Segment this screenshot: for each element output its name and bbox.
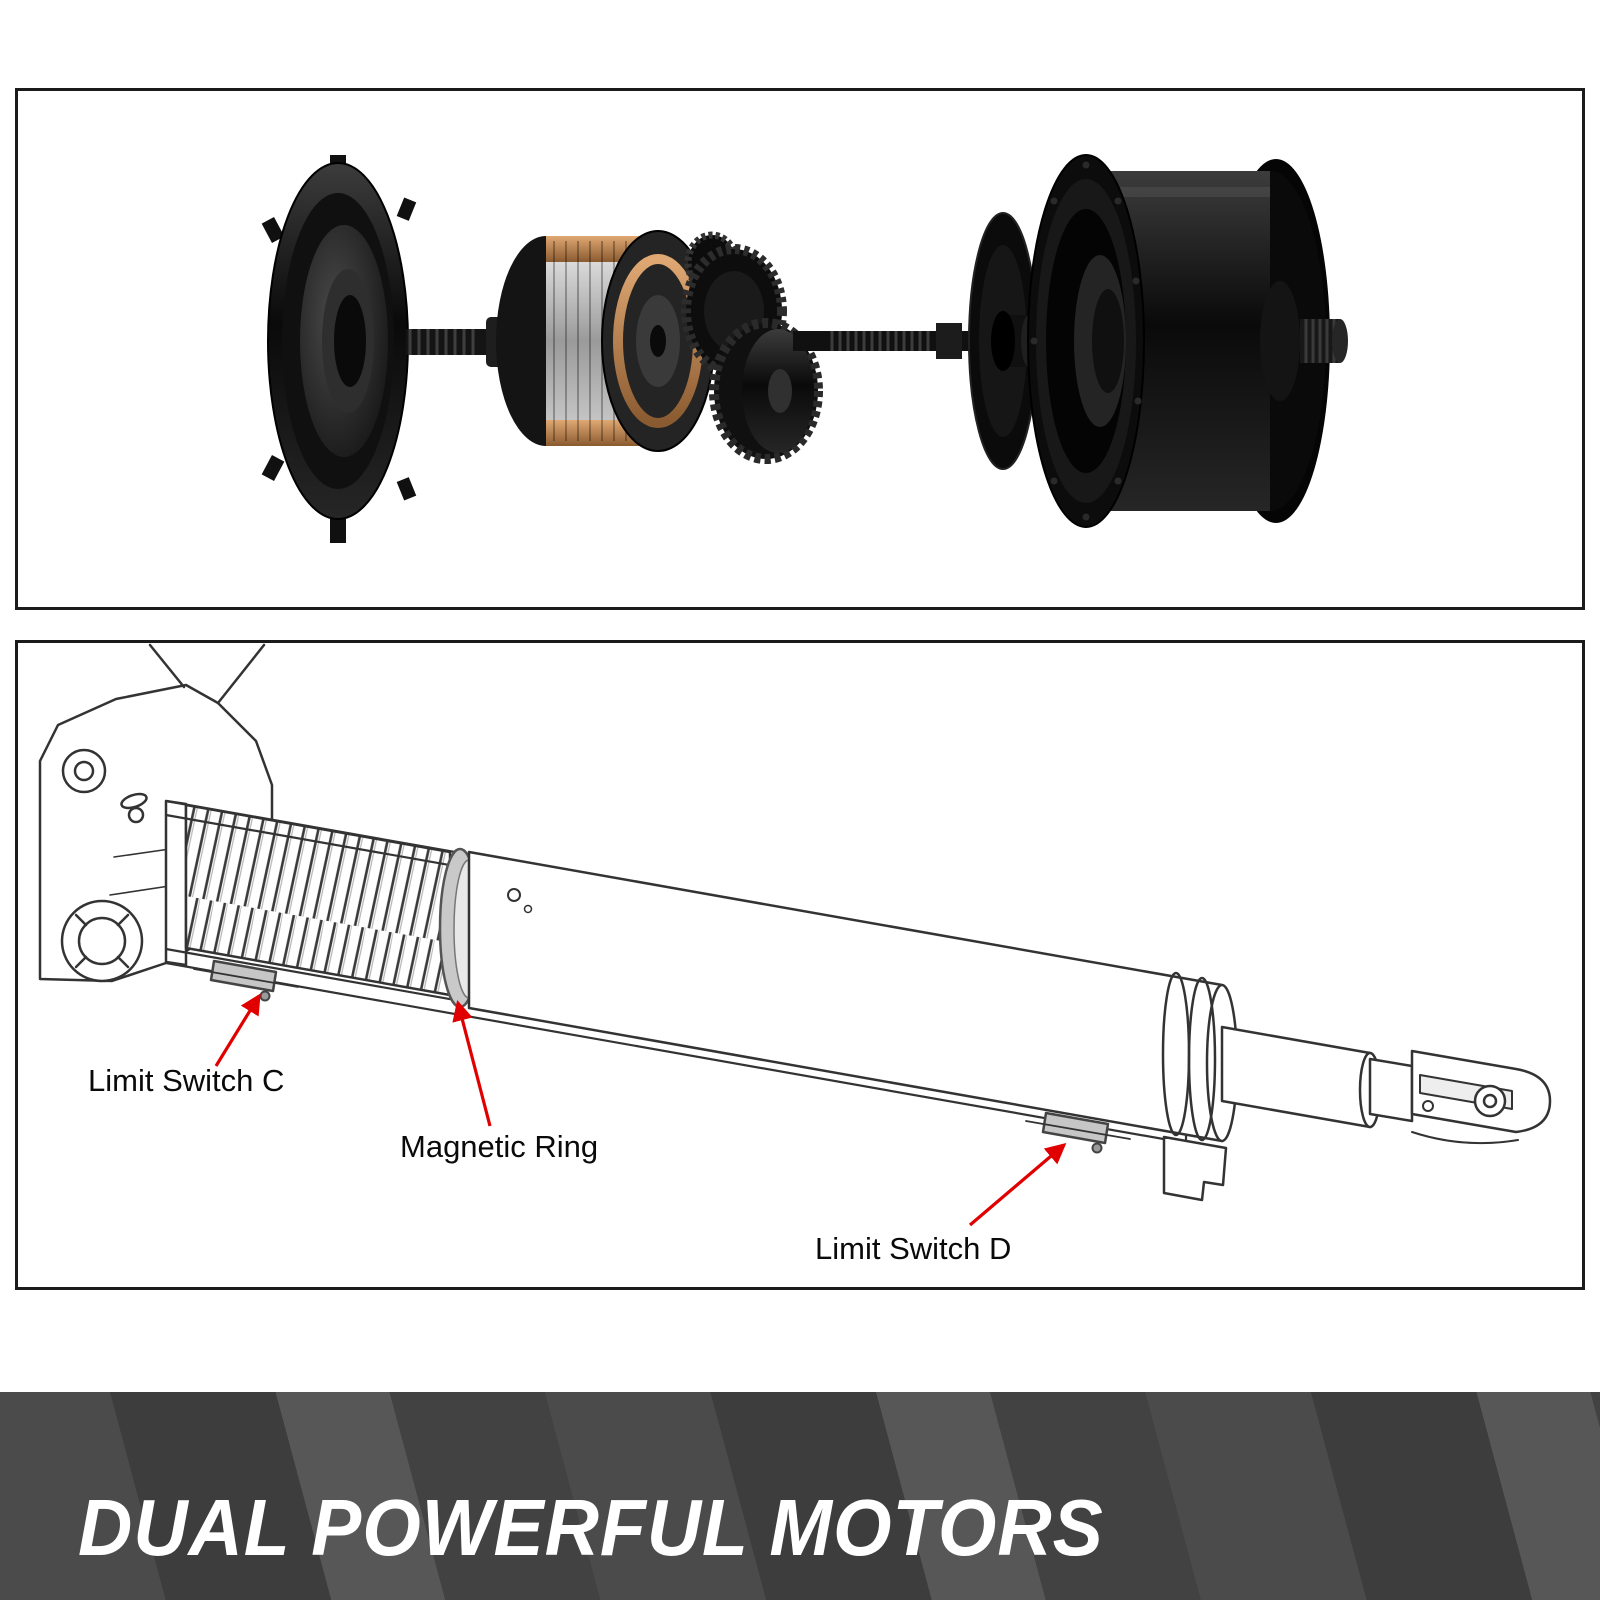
hub-drum [1027, 154, 1348, 528]
inner-tube [467, 850, 1239, 1143]
tube-collar [1161, 971, 1217, 1142]
side-cover-disc [968, 212, 1038, 470]
arrow-to-limit-switch-c [214, 993, 261, 1067]
limit-switch-c-label: Limit Switch C [88, 1063, 285, 1098]
end-cap [261, 155, 417, 543]
clevis-end [1368, 1049, 1552, 1145]
axle-shaft [793, 323, 983, 359]
gear-cluster [681, 231, 823, 464]
gearbox-housing [38, 643, 274, 983]
actuator-diagram-panel: Limit Switch C Magnetic Ring Limit Switc… [15, 640, 1585, 1290]
rotor-stator [496, 230, 715, 452]
magnetic-ring-label: Magnetic Ring [400, 1129, 599, 1164]
coupler [164, 799, 188, 967]
actuator-diagram-drawing [38, 643, 1552, 1227]
exploded-motor-panel [15, 88, 1585, 610]
bottom-banner: DUAL POWERFUL MOTORS [0, 1392, 1600, 1600]
exploded-motor-illustration [261, 154, 1348, 543]
limit-switch-c [193, 959, 299, 1002]
limit-switch-d [1025, 1111, 1131, 1154]
piston-rod [1220, 1025, 1382, 1129]
banner-title: DUAL POWERFUL MOTORS [78, 1483, 1104, 1572]
arrow-to-magnetic-ring [452, 999, 492, 1127]
arrow-to-limit-switch-d [968, 1142, 1067, 1227]
mounting-bracket [1162, 1135, 1228, 1202]
limit-switch-d-label: Limit Switch D [815, 1231, 1012, 1266]
callout-arrows [214, 993, 1067, 1227]
